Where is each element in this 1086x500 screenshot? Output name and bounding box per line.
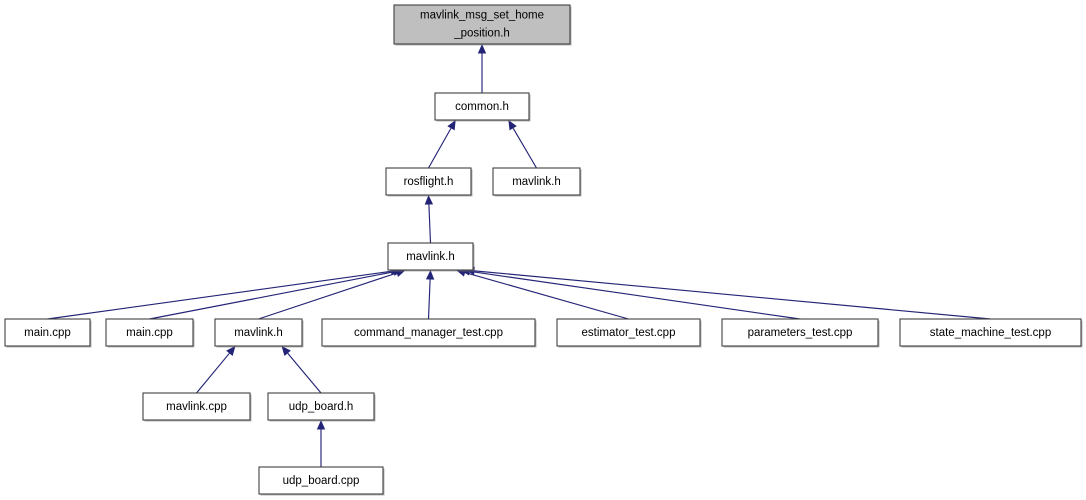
edge-arrowhead	[447, 120, 456, 131]
graph-node[interactable]: main.cpp	[105, 318, 195, 348]
graph-node[interactable]: udp_board.h	[267, 392, 376, 422]
node-box[interactable]	[434, 92, 530, 121]
node-box[interactable]	[321, 318, 536, 347]
node-label: _position.h	[453, 28, 510, 40]
edge-arrowhead	[281, 346, 291, 356]
node-label: rosflight.h	[404, 176, 454, 188]
node-label: mavlink_msg_set_home	[420, 10, 544, 22]
edge-arrowhead	[508, 120, 517, 131]
graph-node-root[interactable]: mavlink_msg_set_home _position.h	[393, 4, 572, 46]
dependency-edge	[428, 204, 432, 244]
node-box[interactable]	[105, 318, 194, 347]
dependency-edge	[149, 271, 394, 320]
edge-arrowhead	[425, 270, 435, 280]
node-box[interactable]	[4, 318, 91, 347]
edge-arrowhead	[316, 420, 326, 430]
graph-node[interactable]: state_machine_test.cpp	[899, 318, 1083, 348]
edge-arrowhead	[226, 346, 236, 356]
node-box[interactable]	[214, 318, 303, 347]
node-box[interactable]	[387, 242, 474, 271]
node-layer: mavlink_msg_set_home _position.h common.h r…	[4, 4, 1083, 496]
dependency-edge	[512, 127, 537, 169]
dependency-edge	[427, 279, 431, 320]
node-box[interactable]	[899, 318, 1082, 347]
graph-node[interactable]: estimator_test.cpp	[556, 318, 702, 348]
node-label: mavlink.h	[234, 327, 283, 339]
node-box[interactable]	[721, 318, 879, 347]
dependency-edge	[474, 270, 991, 320]
node-box[interactable]	[556, 318, 701, 347]
node-box[interactable]	[267, 392, 375, 421]
node-box[interactable]	[385, 167, 472, 196]
graph-node[interactable]: command_manager_test.cpp	[321, 318, 537, 348]
graph-node[interactable]: rosflight.h	[385, 167, 473, 197]
node-label: main.cpp	[126, 327, 173, 339]
node-label: mavlink.h	[512, 176, 561, 188]
dependency-edge	[287, 352, 322, 394]
dependency-edge	[469, 270, 801, 320]
node-label: command_manager_test.cpp	[354, 327, 503, 339]
node-label: common.h	[455, 101, 509, 113]
node-label: estimator_test.cpp	[582, 327, 676, 339]
dependency-edge	[427, 127, 452, 169]
graph-node[interactable]: mavlink.h	[387, 242, 475, 272]
dependency-edge	[258, 272, 397, 320]
graph-node[interactable]: mavlink.cpp	[142, 392, 252, 422]
graph-node[interactable]: common.h	[434, 92, 531, 122]
dependency-edge	[47, 270, 392, 320]
node-label: udp_board.h	[289, 401, 354, 413]
edge-arrowhead	[477, 44, 487, 54]
node-label: main.cpp	[24, 327, 71, 339]
edge-arrowhead	[424, 195, 434, 205]
node-label: udp_board.cpp	[283, 475, 360, 487]
node-label: mavlink.h	[406, 251, 455, 263]
node-box[interactable]	[258, 466, 384, 495]
node-label: mavlink.cpp	[166, 401, 227, 413]
dependency-edge	[464, 272, 629, 320]
node-label: state_machine_test.cpp	[930, 327, 1051, 339]
graph-node[interactable]: udp_board.cpp	[258, 466, 385, 496]
dependency-edge	[196, 352, 230, 394]
graph-node[interactable]: main.cpp	[4, 318, 92, 348]
node-label: parameters_test.cpp	[748, 327, 853, 339]
node-box[interactable]	[492, 167, 581, 196]
node-box[interactable]	[142, 392, 251, 421]
graph-node[interactable]: mavlink.h	[492, 167, 582, 197]
graph-node[interactable]: mavlink.h	[214, 318, 304, 348]
node-box[interactable]	[393, 4, 571, 45]
graph-node[interactable]: parameters_test.cpp	[721, 318, 880, 348]
